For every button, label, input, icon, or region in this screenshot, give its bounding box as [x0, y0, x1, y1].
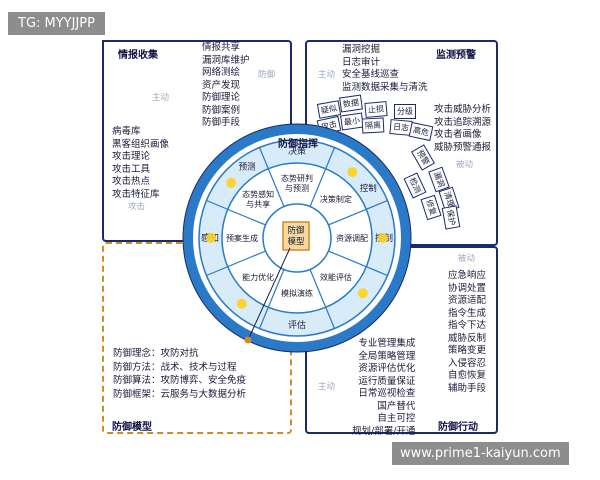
action-manage-item: 日常巡视检查 [358, 388, 416, 399]
intel-faint-defense: 防御 [258, 70, 276, 80]
intel-top-list: 情报共享漏洞库维护网络测绘资产发现防御理论防御案例防御手段 [202, 42, 250, 130]
monitor-item: 监测数据采集与清洗 [342, 81, 428, 93]
action-response-item: 应急响应 [448, 270, 487, 281]
action-response-item: 策略变更 [448, 345, 487, 356]
sector-divider [258, 147, 285, 207]
sector-label: 能力优化 [242, 272, 274, 282]
intel-attack-item: 攻击热点 [112, 176, 151, 187]
intel-title: 情报收集 [118, 50, 158, 61]
pointer-line [247, 247, 291, 341]
sector-divider [206, 250, 266, 277]
monitor-threat-item: 攻击威胁分析 [434, 104, 492, 115]
intel-attack-item: 黑客组织画像 [112, 138, 170, 150]
cycle-arrow-marker [347, 167, 358, 178]
center-label-1: 防御 [287, 225, 304, 236]
intel-attack-item: 病毒库 [112, 126, 141, 137]
sector-divider [206, 199, 266, 226]
model-title: 防御模型 [112, 422, 152, 433]
intel-left-list: 病毒库黑客组织画像攻击理论攻击工具攻击热点攻击特征库 [112, 126, 169, 201]
intel-attack-item: 攻击工具 [112, 163, 151, 175]
model-item: 防御框架：云服务与大数据分析 [113, 388, 247, 400]
action-faint-passive: 被动 [458, 254, 476, 264]
intel-attack-item: 攻击特征库 [112, 188, 160, 200]
sector-label: 态势研判与预测 [281, 173, 313, 193]
cycle-arrow-marker [378, 233, 388, 243]
sector-label: 效能评估 [320, 272, 352, 282]
action-manage-item: 运行质量保证 [358, 375, 416, 387]
monitor-threat-item: 攻击追踪溯源 [434, 116, 492, 128]
intel-item: 网络测绘 [202, 67, 241, 78]
wheel-header: 防御指挥 [278, 137, 318, 150]
cycle-arrow-marker [236, 298, 247, 309]
action-response-item: 自愈恢复 [448, 370, 487, 381]
sector-label: 资源调配 [336, 233, 368, 243]
action-response-item: 辅助手段 [448, 382, 487, 394]
monitor-title: 监测预警 [436, 50, 476, 61]
sector-label: 模拟演练 [281, 288, 313, 298]
monitor-threat-item: 攻击者画像 [434, 129, 482, 140]
intel-attack-item: 攻击理论 [112, 151, 151, 162]
action-manage-item: 自主可控 [377, 413, 416, 424]
outer-ring-label: 决策 [288, 145, 306, 157]
monitor-item: 安全基线巡查 [342, 69, 400, 80]
cycle-arrow-marker [206, 233, 216, 243]
model-list: 防御理念：攻防对抗防御方法：战术、技术与过程防御算法：攻防博弈、安全免疫防御框架… [113, 347, 246, 401]
action-manage-item: 规划/部署/开通 [352, 425, 416, 437]
outer-ring-side-label: 预测 [239, 162, 256, 173]
model-item: 防御方法：战术、技术与过程 [113, 361, 237, 373]
cycle-arrow-marker [357, 288, 368, 299]
intel-item: 防御手段 [202, 117, 241, 128]
action-left-list: 专业管理集成全局策略管理资源评估优化运行质量保证日常巡视检查国产替代自主可控规划… [352, 338, 415, 438]
monitor-faint-active: 主动 [318, 70, 336, 80]
outer-ring-side-label: 控制 [360, 183, 377, 194]
intel-item: 漏洞库维护 [202, 54, 250, 66]
sector-divider [309, 147, 336, 207]
monitor-item: 漏洞挖掘 [342, 44, 381, 55]
monitor-tag: 分级 [394, 104, 416, 119]
action-manage-item: 资源评估优化 [358, 363, 416, 374]
action-response-item: 入侵容忍 [448, 357, 487, 369]
model-item: 防御理念：攻防对抗 [113, 348, 199, 359]
action-right-list: 应急响应协调处置资源适配指令生成指令下达威胁反制策略变更入侵容忍自愈恢复辅助手段 [448, 270, 486, 395]
watermark-top-label: TG: MYYJJPP [8, 12, 105, 35]
action-response-item: 指令生成 [448, 307, 487, 319]
action-manage-item: 专业管理集成 [358, 338, 416, 349]
intel-item: 防御理论 [202, 92, 241, 103]
sector-label: 预案生成 [226, 233, 258, 243]
center-label-2: 模型 [287, 236, 305, 247]
sector-divider [309, 269, 336, 329]
intel-faint-active: 主动 [152, 93, 170, 103]
intel-item: 情报共享 [202, 42, 241, 53]
outer-ring-label: 评估 [288, 319, 306, 331]
cycle-arrow-marker [226, 177, 237, 188]
model-item: 防御算法：攻防博弈、安全免疫 [113, 375, 247, 386]
sector-divider [328, 199, 388, 226]
action-response-item: 资源适配 [448, 295, 487, 306]
action-manage-item: 全局策略管理 [358, 350, 416, 362]
monitor-item: 日志审计 [342, 56, 381, 68]
intel-item: 防御案例 [202, 104, 241, 116]
action-faint-active: 主动 [318, 382, 336, 392]
action-response-item: 协调处置 [448, 282, 487, 294]
center-box [282, 221, 310, 251]
monitor-threat-item: 威胁预警通报 [434, 141, 492, 153]
action-title: 防御行动 [438, 422, 478, 433]
sector-label: 决策制定 [320, 194, 352, 204]
intel-item: 资产发现 [202, 79, 241, 91]
pointer-dot [244, 336, 252, 344]
sector-divider [328, 250, 388, 277]
action-response-item: 指令下达 [448, 320, 487, 331]
action-response-item: 威胁反制 [448, 332, 487, 344]
action-manage-item: 国产替代 [377, 400, 416, 412]
intel-faint-attack: 攻击 [128, 202, 146, 212]
monitor-right-list: 攻击威胁分析攻击追踪溯源攻击者画像威胁预警通报 [434, 104, 491, 154]
sector-label: 态势感知与共享 [242, 189, 274, 209]
monitor-top-list: 漏洞挖掘日志审计安全基线巡查监测数据采集与清洗 [342, 44, 428, 94]
watermark-bottom-label: www.prime1-kaiyun.com [392, 442, 569, 465]
sector-divider [258, 269, 285, 329]
monitor-faint-passive: 被动 [456, 160, 474, 170]
